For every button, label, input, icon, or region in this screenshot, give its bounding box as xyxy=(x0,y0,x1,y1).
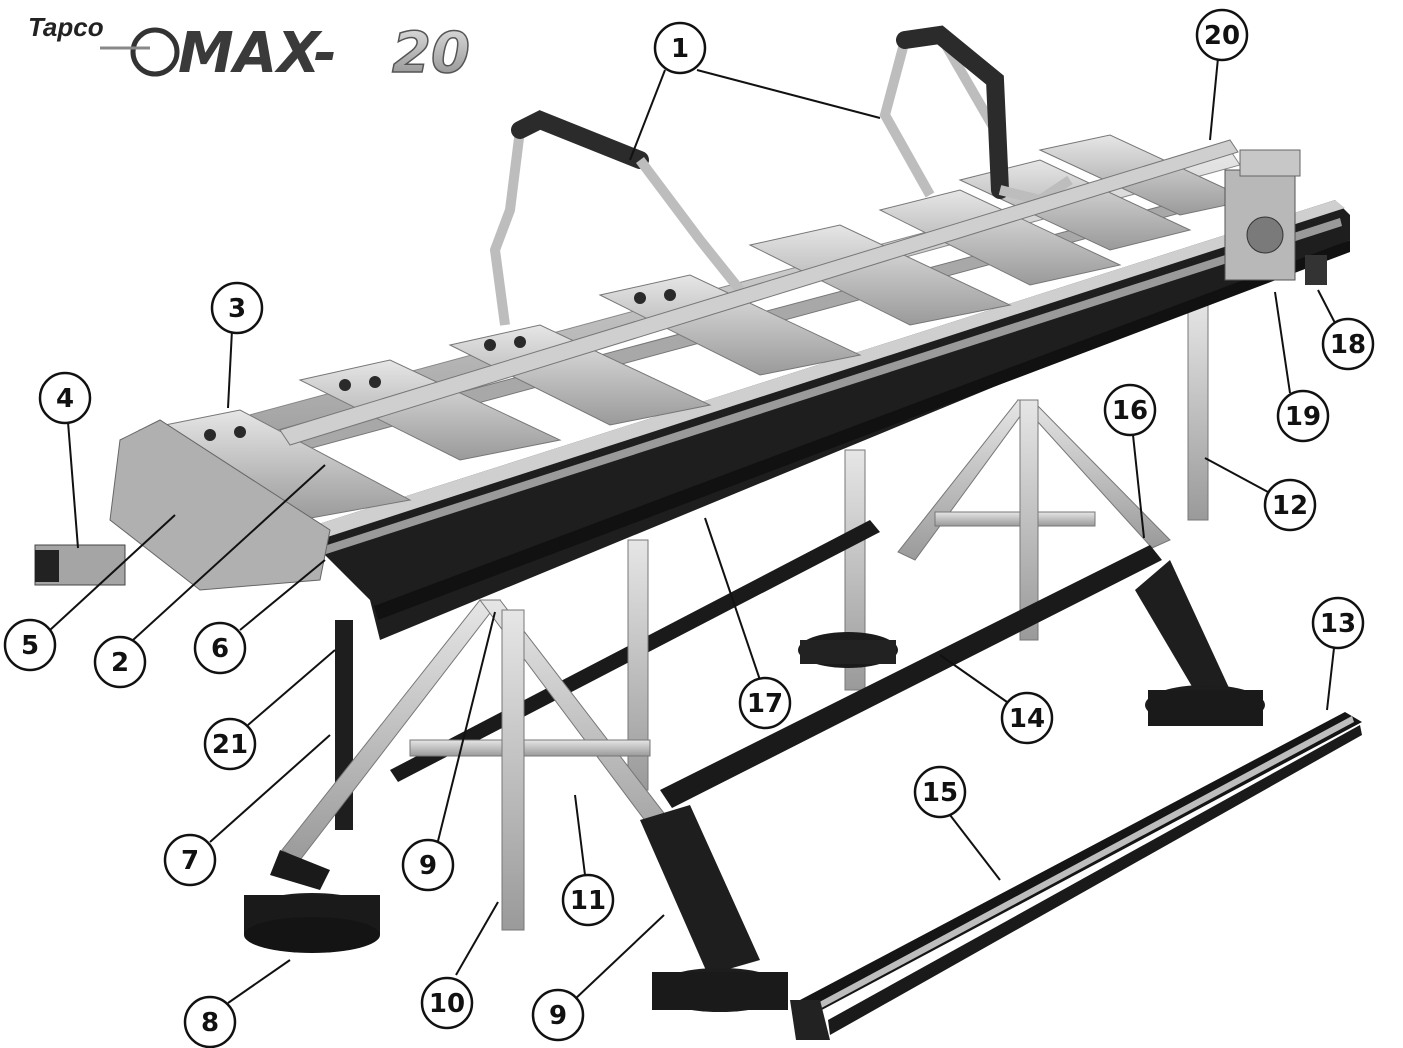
callout-20: 20 xyxy=(1195,8,1249,62)
brake-machine xyxy=(34,25,1362,1040)
svg-text:16: 16 xyxy=(1112,396,1148,426)
leader-3 xyxy=(227,329,233,409)
end-cap-assembly xyxy=(1224,149,1327,285)
callout-14: 14 xyxy=(1000,691,1054,745)
callout-9a: 9 xyxy=(401,838,455,892)
leader-20 xyxy=(1209,57,1219,141)
leader-9a xyxy=(436,611,496,846)
callout-5: 5 xyxy=(3,618,57,672)
svg-text:8: 8 xyxy=(201,1008,219,1038)
leader-17 xyxy=(704,517,761,681)
logo-ring-icon xyxy=(130,27,180,77)
leader-4 xyxy=(67,421,79,549)
callout-15: 15 xyxy=(913,765,967,819)
svg-text:15: 15 xyxy=(922,778,958,808)
leader-15 xyxy=(949,814,1001,881)
svg-text:2: 2 xyxy=(111,648,129,678)
svg-text:12: 12 xyxy=(1272,491,1308,521)
callout-10: 10 xyxy=(420,976,474,1030)
svg-text:20: 20 xyxy=(1204,21,1240,51)
callout-7: 7 xyxy=(163,833,217,887)
callout-4: 4 xyxy=(38,371,92,425)
callout-8: 8 xyxy=(183,995,237,1048)
callout-18: 18 xyxy=(1321,317,1375,371)
leader-8 xyxy=(227,959,291,1004)
svg-text:13: 13 xyxy=(1320,609,1356,639)
logo-model-prefix: MAX- xyxy=(178,21,337,86)
callouts: 1 2 3 4 5 6 7 8 9 9 10 11 12 13 14 15 16… xyxy=(3,8,1375,1048)
svg-text:9: 9 xyxy=(419,851,437,881)
callout-2: 2 xyxy=(93,635,147,689)
leader-12 xyxy=(1204,457,1269,493)
leader-1b xyxy=(696,69,881,119)
leader-10 xyxy=(455,901,499,976)
callout-11: 11 xyxy=(561,873,615,927)
callout-1: 1 xyxy=(653,21,707,75)
svg-text:5: 5 xyxy=(21,631,39,661)
leader-6 xyxy=(239,559,326,631)
callout-9b: 9 xyxy=(531,988,585,1042)
svg-text:4: 4 xyxy=(56,384,74,414)
rear-leg-right xyxy=(1187,299,1209,521)
callout-19: 19 xyxy=(1276,389,1330,443)
logo: Tapco MAX- 20 xyxy=(28,12,471,87)
svg-text:17: 17 xyxy=(747,689,783,719)
leader-21 xyxy=(247,649,336,726)
svg-text:11: 11 xyxy=(570,886,606,916)
leader-2 xyxy=(132,464,326,641)
leader-13 xyxy=(1326,647,1335,711)
callout-21: 21 xyxy=(203,717,257,771)
front-legs xyxy=(244,539,1265,1012)
callout-6: 6 xyxy=(193,621,247,675)
svg-text:7: 7 xyxy=(181,846,199,876)
svg-text:10: 10 xyxy=(429,989,465,1019)
leader-5 xyxy=(49,514,176,631)
rear-leg-left xyxy=(798,449,898,691)
trim-guide-bar xyxy=(279,139,1239,446)
leader-9b xyxy=(573,914,665,1001)
front-rail xyxy=(300,200,1350,640)
leader-11 xyxy=(574,794,586,876)
svg-text:18: 18 xyxy=(1330,330,1366,360)
callout-13: 13 xyxy=(1311,596,1365,650)
leader-19 xyxy=(1274,291,1291,394)
logo-model-number: 20 xyxy=(392,21,470,86)
svg-text:6: 6 xyxy=(211,634,229,664)
leader-1a xyxy=(629,69,666,161)
logo-brand: Tapco xyxy=(28,12,104,42)
svg-text:14: 14 xyxy=(1009,704,1045,734)
svg-text:1: 1 xyxy=(671,34,689,64)
svg-text:21: 21 xyxy=(212,730,248,760)
leader-lines xyxy=(49,57,1336,1004)
svg-text:3: 3 xyxy=(228,294,246,324)
svg-text:9: 9 xyxy=(549,1001,567,1031)
svg-text:19: 19 xyxy=(1285,402,1321,432)
handles xyxy=(489,25,1073,326)
rear-a-frame xyxy=(897,399,1171,641)
callout-12: 12 xyxy=(1263,478,1317,532)
leader-7 xyxy=(209,734,331,843)
callout-16: 16 xyxy=(1103,383,1157,437)
callout-17: 17 xyxy=(738,676,792,730)
leader-18 xyxy=(1317,289,1336,324)
callout-3: 3 xyxy=(210,281,264,335)
leader-14 xyxy=(939,654,1008,703)
leader-16 xyxy=(1132,434,1145,539)
foot-pedal xyxy=(390,520,1362,1040)
